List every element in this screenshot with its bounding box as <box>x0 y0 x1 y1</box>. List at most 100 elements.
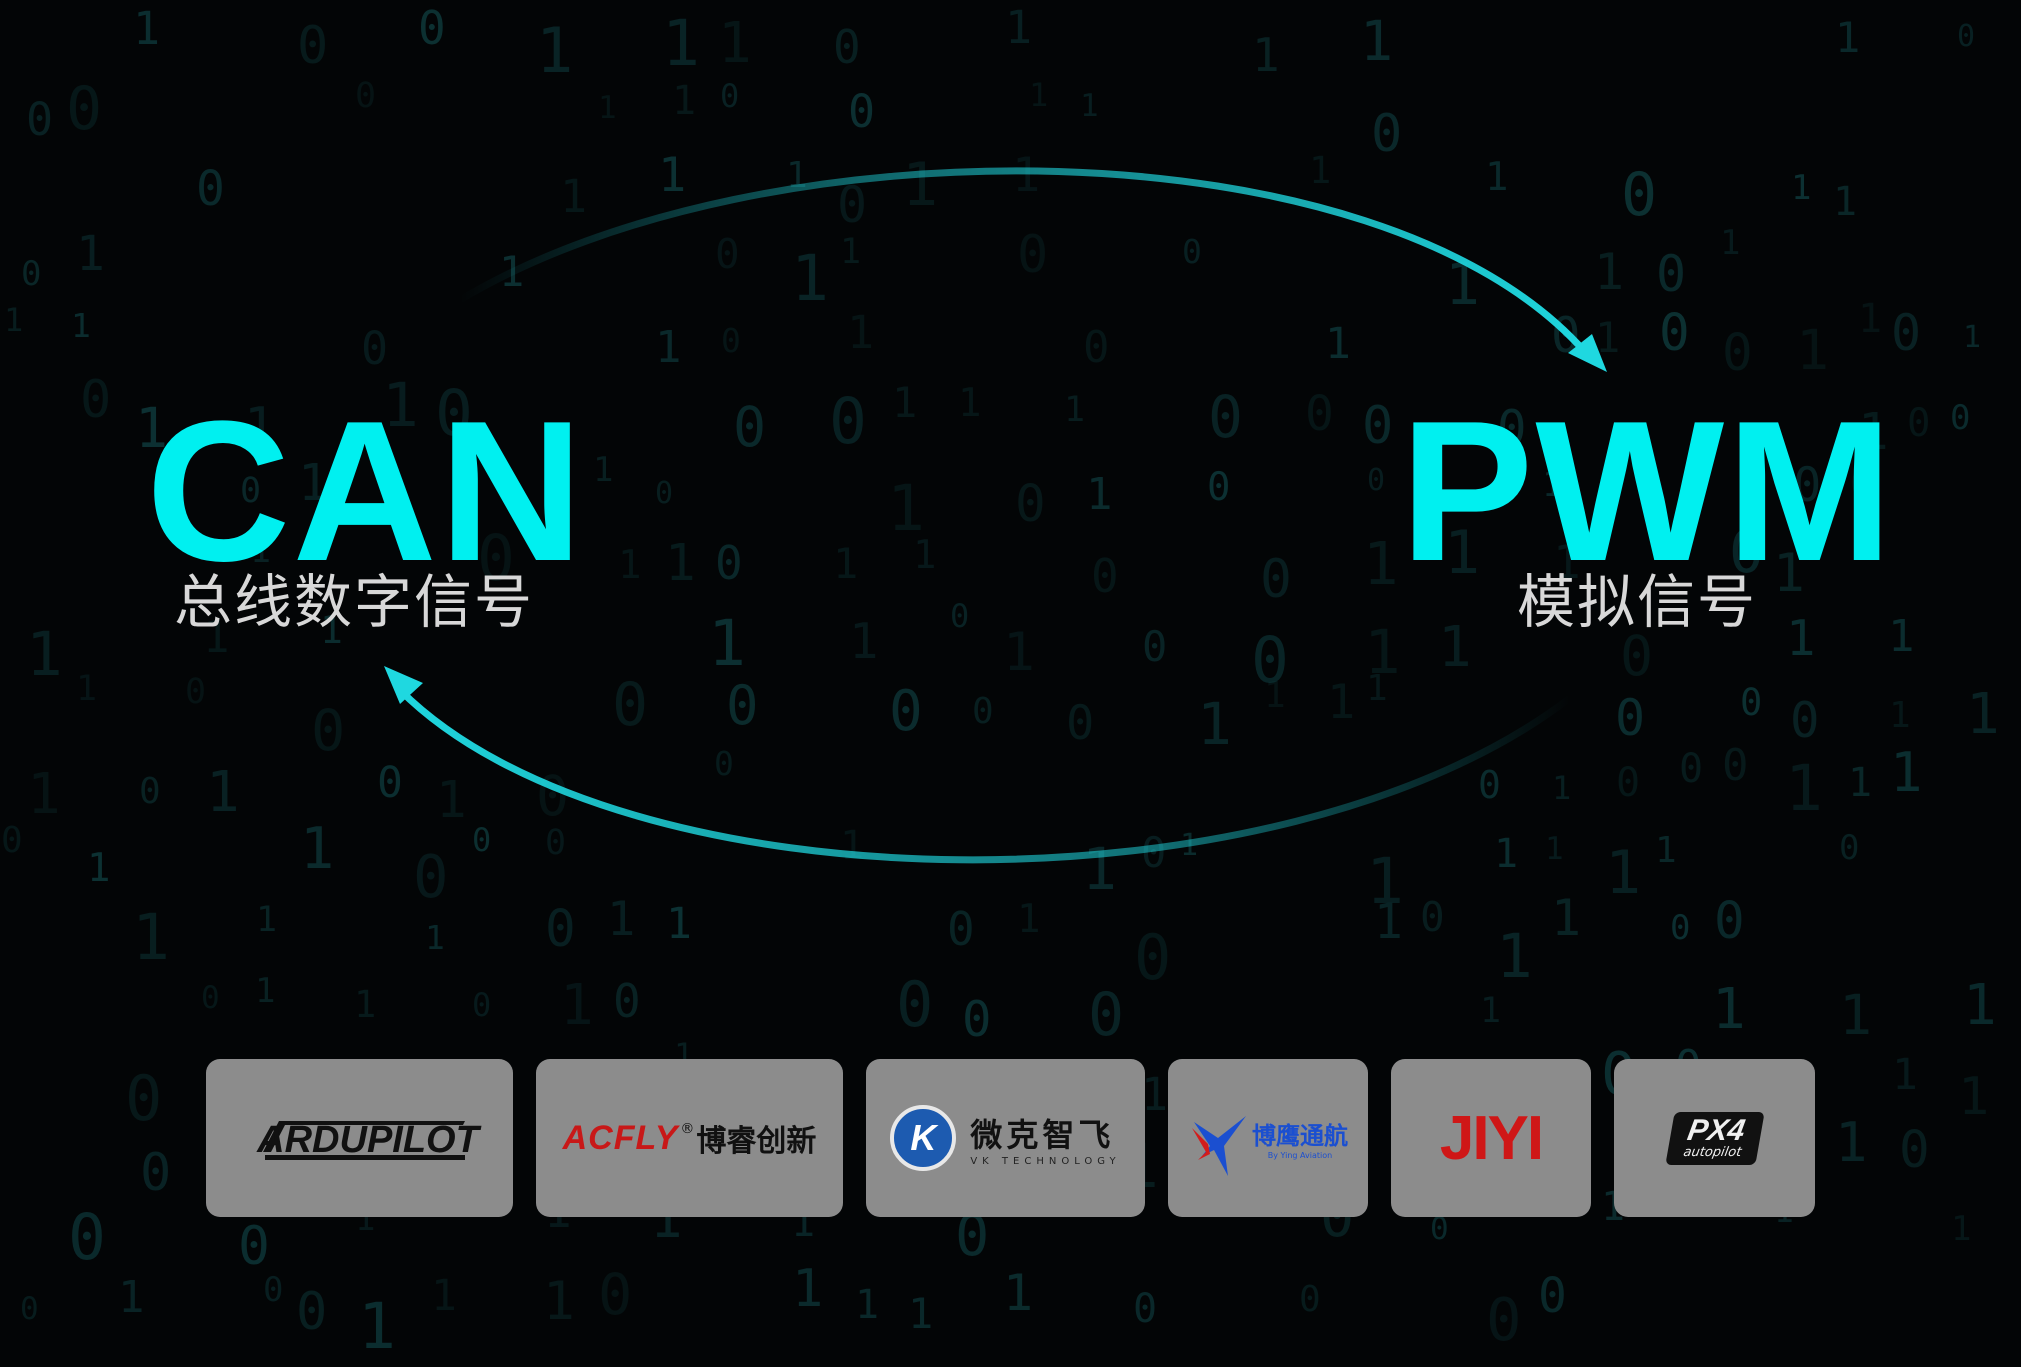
binary-digit: 1 <box>887 472 925 545</box>
binary-digit: 1 <box>1963 973 1997 1038</box>
binary-digit: 0 <box>1670 908 1691 948</box>
binary-digit: 1 <box>1542 465 1563 505</box>
binary-digit: 0 <box>361 322 389 375</box>
binary-digit: 1 <box>1848 760 1873 806</box>
binary-digit: 0 <box>1722 324 1753 383</box>
binary-digit: 1 <box>27 762 61 827</box>
logo-card-ardupilot: ARDUPILOT <box>206 1059 513 1217</box>
binary-digit: 1 <box>1791 168 1812 208</box>
ardupilot-logo: ARDUPILOT <box>256 1119 481 1161</box>
binary-digit: 1 <box>250 531 272 571</box>
binary-digit: 1 <box>666 899 692 949</box>
binary-digit: 1 <box>1890 741 1923 804</box>
binary-digit: 0 <box>962 991 992 1048</box>
binary-digit: 0 <box>1371 104 1403 164</box>
binary-digit: 0 <box>377 758 403 808</box>
binary-digit: 1 <box>1553 535 1581 589</box>
binary-digit: 1 <box>133 2 161 55</box>
binary-digit: 1 <box>1363 529 1399 598</box>
binary-digit: 0 <box>1659 304 1690 363</box>
binary-digit: 0 <box>1722 740 1749 791</box>
binary-digit: 1 <box>1786 610 1816 667</box>
binary-digit: 1 <box>1958 1067 1990 1127</box>
binary-digit: 0 <box>1133 1286 1158 1332</box>
binary-digit: 1 <box>840 232 862 272</box>
binary-digit: 1 <box>1966 682 2000 747</box>
binary-digit: 0 <box>21 254 42 294</box>
binary-digit: 1 <box>847 306 875 359</box>
binary-digit: 1 <box>1360 9 1394 73</box>
registered-mark: ® <box>680 1121 695 1137</box>
binary-digit: 0 <box>1066 696 1095 751</box>
jiyi-wordmark: JIYI <box>1439 1103 1544 1173</box>
binary-digit: 0 <box>947 902 975 956</box>
binary-digit: 0 <box>1950 398 1971 438</box>
binary-digit: 1 <box>607 892 636 947</box>
binary-digit: 0 <box>1957 19 1976 54</box>
binary-digit: 0 <box>1486 1285 1522 1354</box>
binary-digit: 1 <box>1366 668 1388 709</box>
binary-digit: 1 <box>560 973 594 1038</box>
arrow-can-to-pwm <box>456 167 1589 356</box>
binary-digit: 0 <box>1891 304 1922 362</box>
pwm-subtitle: 模拟信号 <box>1517 568 1758 636</box>
binary-digit: 0 <box>545 823 567 863</box>
binary-digit: 0 <box>612 670 649 740</box>
binary-digit: 0 <box>1142 622 1168 671</box>
binary-digit: 0 <box>1299 1279 1321 1320</box>
binary-digit: 1 <box>436 771 467 830</box>
binary-digit: 0 <box>413 842 449 911</box>
binary-digit: 1 <box>1773 543 1805 604</box>
binary-digit: 0 <box>1017 225 1049 285</box>
binary-digit: 0 <box>613 974 641 1028</box>
binary-digit: 0 <box>733 395 767 459</box>
arrow-pwm-to-can <box>396 686 1574 864</box>
binary-digit: 0 <box>889 679 923 744</box>
binary-digit: 1 <box>1029 76 1049 114</box>
binary-digit: 1 <box>718 11 752 76</box>
binary-digit: 1 <box>618 543 642 588</box>
binary-digit: 1 <box>1325 319 1351 369</box>
binary-digit: 1 <box>300 816 335 882</box>
binary-digit: 1 <box>1366 845 1404 918</box>
binary-digit: 1 <box>425 918 445 957</box>
binary-digit: 1 <box>26 619 63 690</box>
binary-digit: 1 <box>1327 675 1356 730</box>
binary-digit: 0 <box>1497 400 1527 457</box>
binary-digit: 0 <box>26 93 54 146</box>
binary-digit: 1 <box>655 322 682 373</box>
binary-digit: 1 <box>791 242 829 315</box>
binary-digit: 0 <box>896 968 934 1041</box>
binary-digit: 0 <box>139 771 161 812</box>
binary-digit: 1 <box>536 14 574 87</box>
binary-digit: 1 <box>543 1271 575 1332</box>
binary-digit: 0 <box>1907 401 1931 446</box>
binary-digit: 1 <box>1552 769 1572 807</box>
binary-digit: 1 <box>203 612 230 663</box>
binary-digit: 0 <box>311 698 346 764</box>
binary-digit: 1 <box>256 900 278 940</box>
binary-digit: 1 <box>206 760 240 825</box>
binary-digit: 0 <box>1260 549 1292 610</box>
binary-digit: 1 <box>354 983 377 1026</box>
binary-digit: 1 <box>1858 403 1889 462</box>
binary-digit: 0 <box>720 77 740 115</box>
vk-badge-icon: K <box>890 1105 957 1171</box>
binary-digit: 1 <box>87 846 111 891</box>
binary-digit: 0 <box>837 176 868 234</box>
binary-digit: 1 <box>1064 390 1086 430</box>
binary-digit: 0 <box>1615 689 1646 747</box>
binary-digit: 1 <box>593 450 614 490</box>
binary-digit: 1 <box>298 454 329 513</box>
binary-digit: 1 <box>1720 223 1741 263</box>
binary-digit: 1 <box>1963 320 1982 355</box>
binary-digit: 1 <box>840 823 865 869</box>
binary-digit: 1 <box>658 148 687 203</box>
binary-digit: 1 <box>1889 695 1911 736</box>
binary-digit: 0 <box>1740 681 1763 724</box>
binary-digit: 0 <box>418 1 446 55</box>
acfly-cn-name: 博睿创新 <box>696 1124 817 1159</box>
binary-digit: 0 <box>355 76 377 116</box>
binary-digit: 0 <box>1083 322 1110 373</box>
